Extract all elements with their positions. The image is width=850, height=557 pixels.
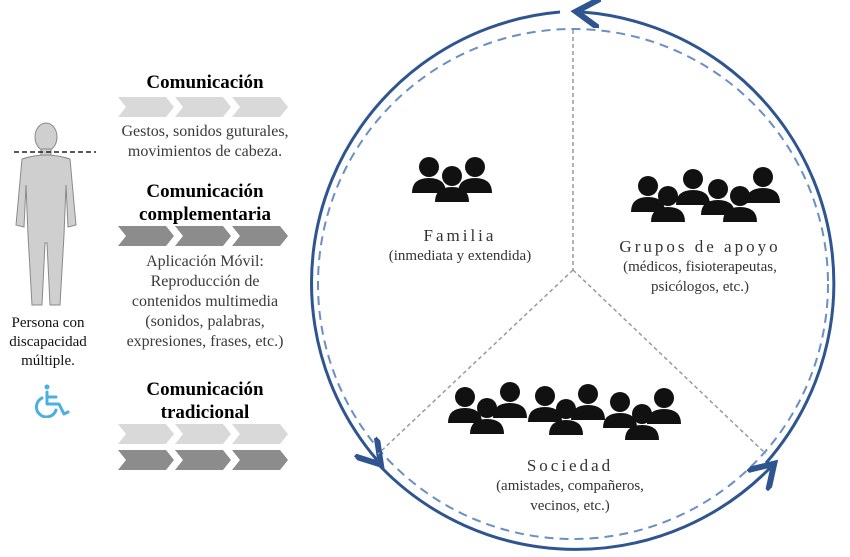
group-apoyo-subtitle: psicólogos, etc.) — [651, 279, 749, 295]
chevron-dark-3 — [232, 226, 288, 246]
wheelchair-icon — [34, 384, 70, 418]
chevron-row-dark — [118, 226, 288, 246]
person-head — [34, 122, 58, 152]
chevron-light-3 — [232, 97, 288, 117]
person-caption: Persona con discapacidad múltiple. — [0, 314, 96, 371]
chevron-light-2 — [175, 97, 231, 117]
section-title-line: Comunicación — [146, 379, 264, 400]
section-tradicional-title: Comunicación tradicional — [95, 378, 315, 424]
section-desc-line: movimientos de cabeza. — [127, 143, 283, 160]
chevron-dark-1 — [118, 226, 174, 246]
section-title-line: tradicional — [160, 402, 250, 423]
group-sociedad: Sociedad (amistades, compañeros, vecinos… — [460, 456, 680, 516]
section-title-line: Comunicación — [146, 72, 264, 93]
group-sociedad-subtitle: vecinos, etc.) — [530, 498, 610, 514]
chevron-row-light — [118, 97, 288, 117]
group-sociedad-subtitle: (amistades, compañeros, — [496, 478, 644, 494]
chevron-light-1 — [118, 424, 174, 444]
chevron-rows-mixed — [118, 424, 288, 470]
chevron-light-1 — [118, 97, 174, 117]
chevron-dark-3 — [232, 450, 288, 470]
chevron-light-3 — [232, 424, 288, 444]
people-icon-familia — [412, 157, 492, 202]
group-familia: Familia (inmediata y extendida) — [360, 226, 560, 266]
group-familia-subtitle: (inmediata y extendida) — [388, 248, 532, 264]
group-apoyo-title: Grupos de apoyo — [619, 237, 781, 256]
section-desc-line: Aplicación Móvil: — [146, 253, 264, 270]
section-title-line: complementaria — [139, 204, 271, 225]
person-caption-line: Persona con — [11, 315, 85, 331]
person-body — [15, 154, 77, 306]
divider-right — [572, 269, 767, 455]
chevron-dark-1 — [118, 450, 174, 470]
arc-arrow-bottom — [378, 466, 770, 551]
circle-diagram — [310, 0, 836, 551]
person-figure — [14, 122, 96, 306]
divider-left — [377, 269, 574, 455]
people-icon-grupos — [631, 167, 780, 222]
group-sociedad-title: Sociedad — [526, 456, 614, 475]
arc-arrow-top — [582, 12, 836, 464]
group-apoyo-subtitle: (médicos, fisioterapeutas, — [623, 259, 777, 275]
section-title-line: Comunicación — [146, 181, 264, 202]
section-desc-line: Gestos, sonidos guturales, — [121, 123, 289, 140]
section-comunicacion-title: Comunicación — [105, 71, 305, 94]
section-desc-line: Reproducción de — [150, 273, 260, 290]
people-icon-sociedad — [448, 382, 681, 440]
section-comunicacion-desc: Gestos, sonidos guturales, movimientos d… — [95, 122, 315, 162]
section-complementaria-desc: Aplicación Móvil: Reproducción de conten… — [95, 252, 315, 352]
arc-arrow-left — [310, 10, 561, 460]
section-desc-line: (sonidos, palabras, — [145, 313, 265, 330]
chevron-dark-2 — [175, 450, 231, 470]
chevron-dark-2 — [175, 226, 231, 246]
chevron-light-2 — [175, 424, 231, 444]
person-caption-line: múltiple. — [21, 353, 75, 369]
section-complementaria-title: Comunicación complementaria — [95, 180, 315, 226]
person-caption-line: discapacidad — [9, 334, 87, 350]
section-desc-line: contenidos multimedia — [131, 293, 279, 310]
dashed-ring — [317, 28, 829, 540]
section-desc-line: expresiones, frases, etc.) — [126, 333, 284, 350]
group-apoyo: Grupos de apoyo (médicos, fisioterapeuta… — [590, 237, 810, 297]
group-familia-title: Familia — [423, 226, 497, 245]
